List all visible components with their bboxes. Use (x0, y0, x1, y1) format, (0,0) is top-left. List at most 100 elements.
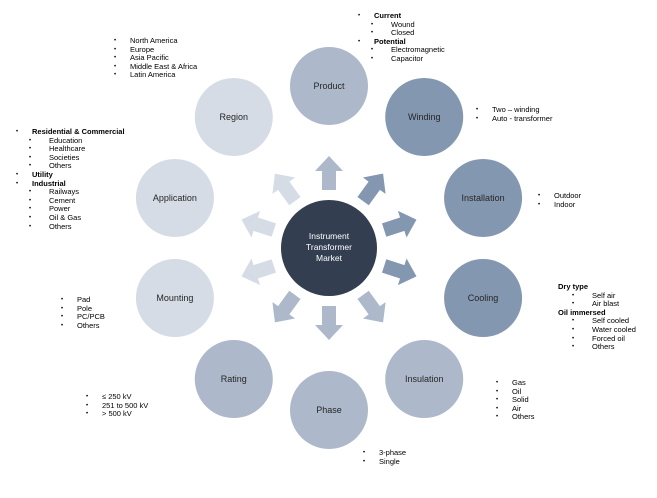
list-item: Middle East & Africa (113, 62, 197, 72)
segment-circle-installation (444, 158, 523, 237)
list-item: Two – winding (475, 105, 552, 115)
arrow-shape (315, 306, 343, 340)
list-item: Air blast (558, 300, 636, 309)
list-item: 3-phase (362, 448, 406, 458)
list-item: 251 to 500 kV (85, 401, 148, 411)
list-item: Europe (113, 45, 197, 55)
arrow-shape (315, 156, 343, 190)
segment-label-installation: Installation (461, 192, 505, 203)
list-item: PC/PCB (60, 313, 105, 322)
segment-label-winding: Winding (407, 111, 441, 122)
list-item: Current (357, 11, 445, 21)
list-item: Forced oil (558, 334, 636, 344)
center-title-line: Market (316, 253, 342, 263)
arrow-shape (272, 290, 301, 323)
list-item: Self air (558, 291, 636, 301)
segment-circle-rating (194, 340, 273, 419)
segment-list-installation: OutdoorIndoor (537, 191, 581, 210)
center-title-line: Instrument (308, 231, 350, 241)
list-item: Others (60, 321, 105, 331)
segment-list-region: North AmericaEuropeAsia PacificMiddle Ea… (113, 36, 197, 80)
list-item: Potential (357, 37, 445, 47)
segment-circle-winding (385, 77, 464, 156)
list-item: Oil & Gas (15, 213, 125, 223)
list-item: Utility (15, 170, 125, 180)
list-item: Capacitor (357, 54, 445, 64)
arrow-shape (357, 290, 386, 323)
list-item: Outdoor (537, 191, 581, 201)
arrow-shape (241, 258, 277, 286)
segment-label-region: Region (219, 111, 249, 122)
list-item: Others (558, 343, 636, 352)
list-item: Electromagnetic (357, 46, 445, 55)
segment-label-cooling: Cooling (467, 293, 499, 304)
arrow-product (315, 156, 343, 190)
list-item: Oil (495, 387, 535, 397)
arrow-shape (381, 258, 417, 286)
segment-list-phase: 3-phaseSingle (362, 448, 406, 467)
arrow-insulation (357, 290, 386, 323)
segment-list-product: CurrentWoundClosedPotentialElectromagnet… (357, 11, 445, 64)
list-item: Air (495, 404, 535, 414)
list-item: Industrial (15, 179, 125, 189)
list-item: Water cooled (558, 325, 636, 335)
list-item: Pole (60, 304, 105, 314)
arrow-mounting (241, 258, 277, 286)
arrow-cooling (381, 258, 417, 286)
list-item: Self cooled (558, 317, 636, 326)
arrow-shape (272, 173, 301, 206)
list-item: Others (15, 162, 125, 171)
list-item: Power (15, 205, 125, 214)
list-item: Railways (15, 188, 125, 197)
list-item: Auto - transformer (475, 114, 552, 124)
center-title: Instrument Transformer Market (281, 231, 377, 264)
segment-list-winding: Two – windingAuto - transformer (475, 105, 552, 124)
arrow-shape (357, 173, 386, 206)
arrow-shape (381, 210, 417, 238)
list-item: Oil immersed (558, 307, 606, 317)
arrow-region (272, 173, 301, 206)
arrow-winding (357, 173, 386, 206)
list-item: Education (15, 136, 125, 146)
segment-list-mounting: PadPolePC/PCBOthers (60, 295, 105, 331)
list-item: Indoor (537, 200, 581, 210)
list-item: Latin America (113, 71, 197, 80)
segment-list-application: Residential & CommercialEducationHealthc… (15, 127, 125, 232)
list-item: Gas (495, 378, 535, 388)
center-title-line: Transformer (306, 242, 352, 252)
segment-circle-mounting (135, 259, 214, 338)
arrow-shape (241, 210, 277, 238)
list-item: Asia Pacific (113, 54, 197, 63)
list-item: Single (362, 457, 406, 467)
arrow-application (241, 210, 277, 238)
segment-label-product: Product (313, 81, 345, 91)
arrow-phase (315, 306, 343, 340)
list-item: North America (113, 36, 197, 46)
segment-circle-application (135, 158, 214, 237)
center-circle (281, 200, 377, 296)
list-item: Healthcare (15, 145, 125, 154)
segment-circle-cooling (444, 259, 523, 338)
segment-label-application: Application (152, 192, 197, 203)
list-item: Dry type (558, 282, 589, 291)
list-item: Residential & Commercial (15, 127, 125, 137)
list-item: Others (495, 413, 535, 422)
list-item: Closed (357, 29, 445, 38)
arrow-installation (381, 210, 417, 238)
segment-list-rating: ≤ 250 kV251 to 500 kV> 500 kV (85, 392, 148, 419)
segment-circle-region (194, 77, 273, 156)
list-item: Pad (60, 295, 105, 305)
list-item: Cement (15, 196, 125, 206)
segment-label-mounting: Mounting (156, 293, 194, 304)
segment-label-insulation: Insulation (404, 374, 444, 385)
list-item: Others (15, 222, 125, 232)
segment-circle-product (290, 47, 368, 125)
segment-circle-insulation (385, 340, 464, 419)
list-item: ≤ 250 kV (85, 392, 148, 402)
segment-label-phase: Phase (316, 405, 342, 415)
arrow-rating (272, 290, 301, 323)
list-item: Wound (357, 20, 445, 30)
